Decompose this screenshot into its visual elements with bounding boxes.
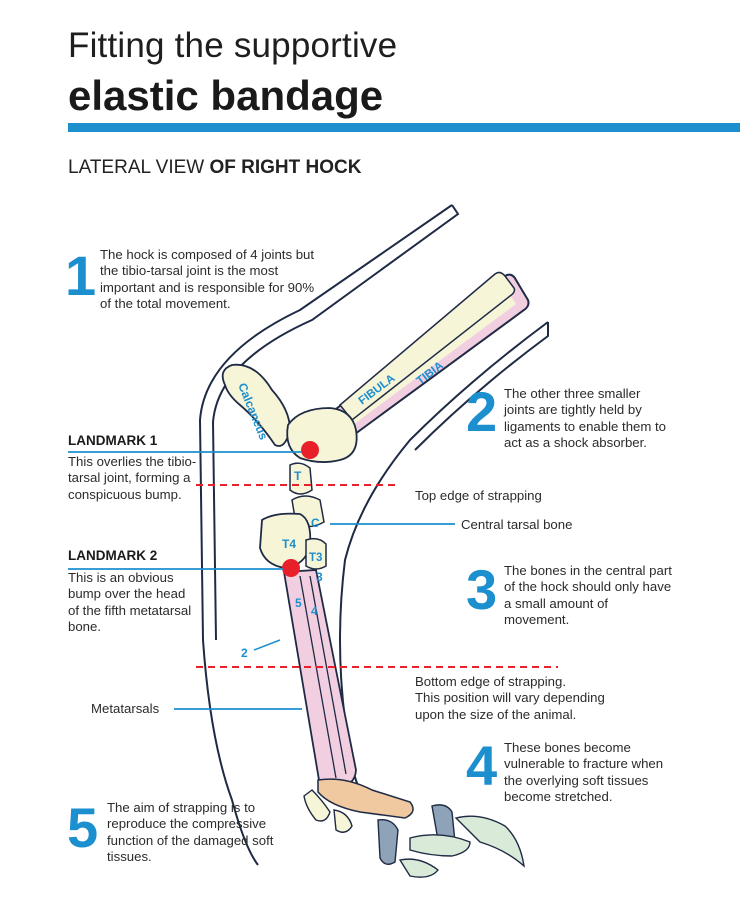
leg-outline [198, 204, 453, 866]
landmark-1-dot [301, 441, 319, 459]
note-1-number: 1 [65, 244, 97, 307]
metatarsal-4-label: 4 [311, 604, 318, 618]
t4-label: T4 [282, 537, 296, 551]
tibia-fibula [320, 271, 530, 447]
landmark-2-dot [282, 559, 300, 577]
t3-label: T3 [309, 552, 322, 564]
central-tarsal-label: Central tarsal bone [461, 517, 573, 532]
subtitle-bold: OF RIGHT HOCK [209, 157, 362, 178]
leg-outline-inner [211, 204, 460, 641]
note-1-text: The hock is composed of 4 joints but the… [100, 247, 315, 311]
landmark-1-heading: LANDMARK 1 [68, 433, 158, 448]
metatarsal-2-label: 2 [241, 646, 248, 660]
note-2-number: 2 [466, 380, 498, 443]
note-2-text: The other three smaller joints are tight… [504, 386, 667, 450]
talus-bone [286, 407, 358, 463]
bottom-edge-label-2: This position will vary depending [415, 690, 605, 705]
c-label: C [311, 516, 320, 530]
leg-outline-front-2 [414, 322, 549, 451]
title-line-2: elastic bandage [68, 72, 384, 119]
landmark-2-text: This is an obvious bump over the head of… [68, 570, 192, 634]
note-3-text: The bones in the central part of the hoc… [504, 563, 672, 627]
tarsal-t3-bone [305, 537, 327, 570]
metatarsal-3-label: 3 [316, 570, 323, 584]
bottom-edge-label-3: upon the size of the animal. [415, 707, 577, 722]
metatarsals-label: Metatarsals [91, 701, 160, 716]
top-edge-label: Top edge of strapping [415, 488, 542, 503]
phalanges [303, 778, 525, 878]
note-3-number: 3 [466, 558, 498, 621]
note-5-text: The aim of strapping is to reproduce the… [107, 800, 274, 864]
bottom-edge-label-1: Bottom edge of strapping. [415, 674, 567, 689]
landmark-2-heading: LANDMARK 2 [68, 548, 158, 563]
talus-small [289, 462, 313, 495]
note-5-number: 5 [67, 796, 99, 859]
landmark-1-text: This overlies the tibio-tarsal joint, fo… [68, 454, 197, 502]
t-label: T [294, 469, 302, 483]
subtitle-prefix: LATERAL VIEW [68, 157, 210, 178]
title-line-1: Fitting the supportive [68, 26, 398, 65]
metatarsal-5-label: 5 [295, 596, 302, 610]
note-4-number: 4 [466, 734, 498, 797]
title-rule [68, 123, 740, 132]
subtitle: LATERAL VIEW OF RIGHT HOCK [68, 157, 361, 179]
note-4-text: These bones become vulnerable to fractur… [504, 740, 664, 804]
metatarsal-2-leader [253, 639, 281, 651]
